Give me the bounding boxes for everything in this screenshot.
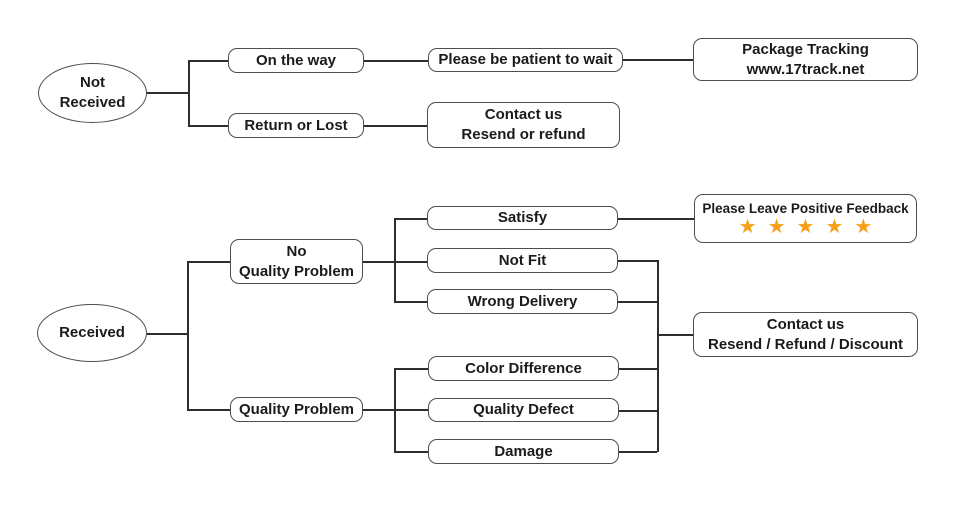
connector-line — [188, 60, 228, 62]
five-star-rating-icon: ★★★★★ — [738, 216, 884, 239]
node-label: Contact us — [484, 106, 563, 124]
connector-line — [619, 451, 657, 453]
node-on-the-way: On the way — [228, 48, 364, 73]
node-received: Received — [37, 304, 147, 362]
connector-line — [394, 218, 396, 302]
connector-line — [394, 368, 396, 452]
tracking-url: www.17track.net — [746, 60, 865, 78]
node-label: Return or Lost — [244, 116, 348, 134]
node-contact-resend-refund: Contact us Resend or refund — [427, 102, 620, 148]
node-positive-feedback: Please Leave Positive Feedback ★★★★★ — [694, 194, 917, 243]
node-damage: Damage — [428, 439, 619, 464]
connector-line — [618, 301, 657, 303]
node-quality-problem: Quality Problem — [230, 397, 363, 422]
node-contact-discount: Contact us Resend / Refund / Discount — [693, 312, 918, 357]
connector-line — [394, 451, 428, 453]
node-not-received: Not Received — [38, 63, 147, 123]
connector-line — [364, 60, 428, 62]
connector-line — [188, 60, 190, 126]
node-label: Please Leave Positive Feedback — [702, 200, 909, 216]
node-label: Satisfy — [497, 209, 548, 227]
node-label: Please be patient to wait — [438, 51, 613, 69]
node-label: Received — [59, 324, 125, 342]
connector-line — [188, 125, 228, 127]
node-label: Quality Defect — [473, 401, 574, 419]
node-wrong-delivery: Wrong Delivery — [427, 289, 618, 314]
connector-line — [394, 218, 427, 220]
connector-line — [618, 218, 694, 220]
node-label: Color Difference — [465, 359, 582, 377]
connector-line — [618, 260, 657, 262]
connector-line — [394, 301, 427, 303]
node-quality-defect: Quality Defect — [428, 398, 619, 422]
connector-line — [363, 409, 428, 411]
node-label: Received — [59, 94, 126, 111]
node-return-or-lost: Return or Lost — [228, 113, 364, 138]
node-no-quality-problem: No Quality Problem — [230, 239, 363, 284]
node-label: Resend / Refund / Discount — [707, 335, 903, 353]
connector-line — [394, 368, 428, 370]
node-label: Package Tracking — [742, 40, 869, 58]
connector-line — [623, 59, 693, 61]
node-label: Not — [80, 74, 105, 92]
node-label: Quality Problem — [238, 400, 355, 418]
node-label: Damage — [494, 442, 553, 460]
connector-line — [147, 333, 187, 335]
node-label: Contact us — [766, 315, 845, 333]
node-label: On the way — [255, 51, 337, 69]
node-package-tracking: Package Tracking www.17track.net — [693, 38, 918, 81]
connector-line — [619, 410, 657, 412]
connector-line — [187, 409, 230, 411]
node-label: Quality Problem — [238, 262, 355, 280]
connector-line — [364, 125, 427, 127]
connector-line — [619, 368, 657, 370]
node-label: No — [286, 242, 307, 260]
connector-line — [187, 261, 230, 263]
connector-line — [146, 92, 188, 94]
node-color-difference: Color Difference — [428, 356, 619, 381]
connector-line — [657, 334, 693, 336]
node-not-fit: Not Fit — [427, 248, 618, 273]
node-satisfy: Satisfy — [427, 206, 618, 230]
node-label: Resend or refund — [461, 126, 586, 143]
connector-line — [187, 261, 189, 410]
connector-line — [657, 260, 659, 452]
node-label: Not Fit — [498, 251, 547, 269]
node-please-be-patient: Please be patient to wait — [428, 48, 623, 72]
node-label: Wrong Delivery — [467, 292, 578, 310]
